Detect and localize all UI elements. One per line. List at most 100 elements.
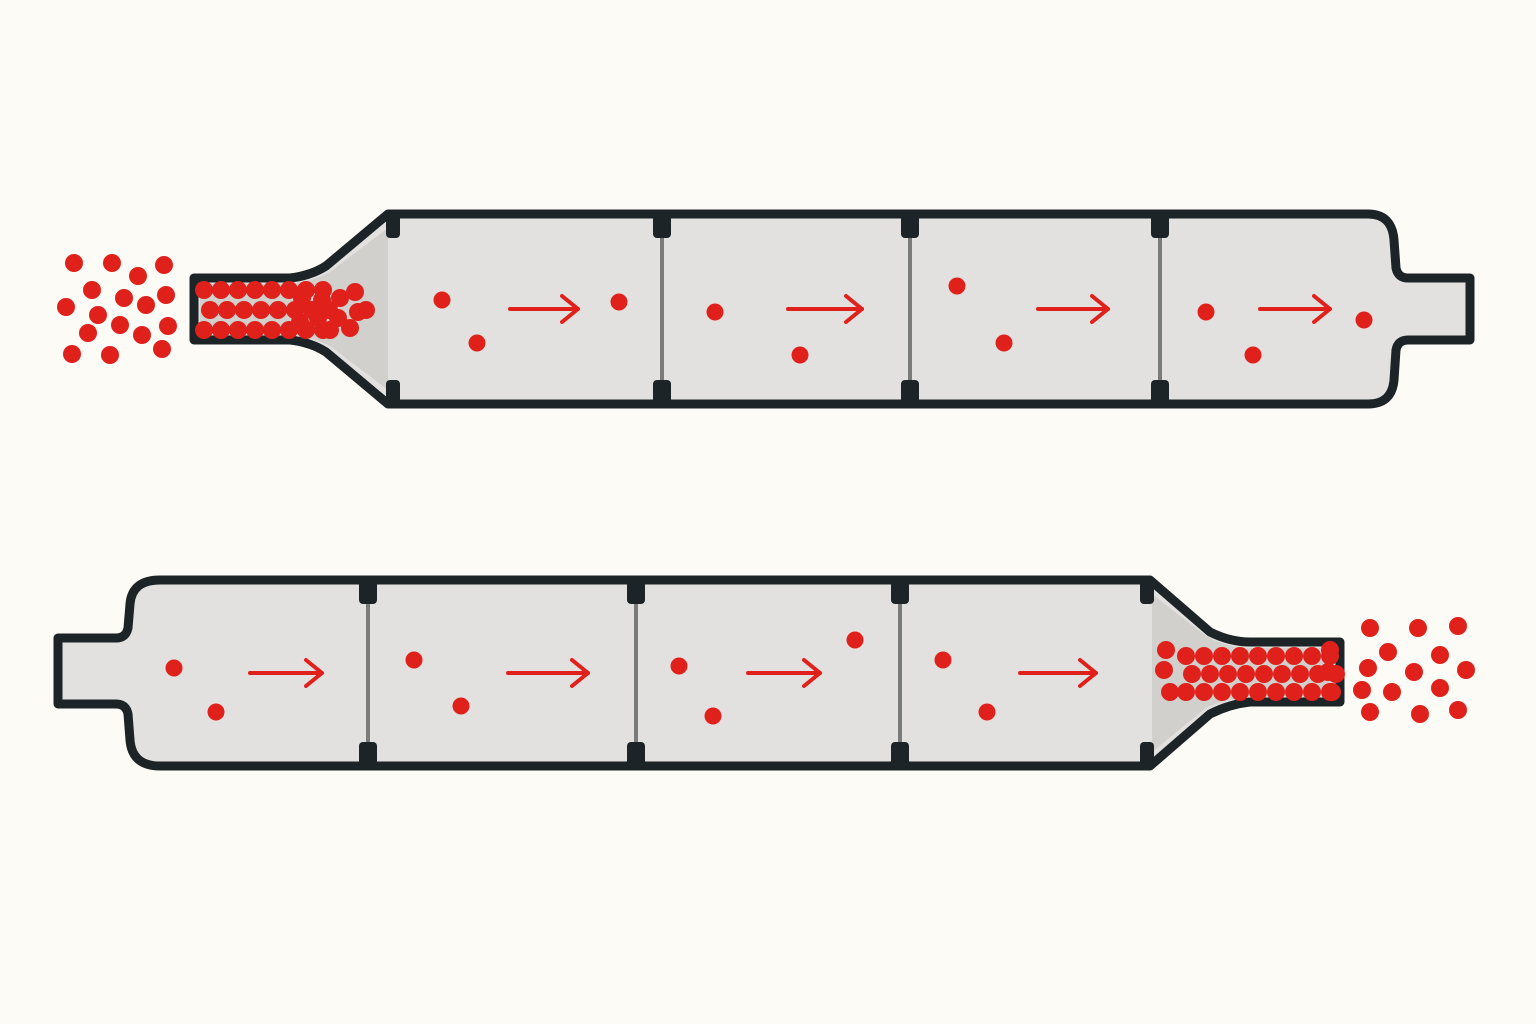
top-tube bbox=[57, 209, 1475, 409]
top-throat-particle-2 bbox=[212, 281, 230, 299]
top-throat-particle-27 bbox=[331, 289, 349, 307]
top-inlet-cloud-particle-10 bbox=[89, 306, 107, 324]
top-inlet-cloud-particle-5 bbox=[83, 281, 101, 299]
bottom-chamber-particle-6 bbox=[704, 707, 722, 725]
bottom-chamber-particle-3 bbox=[405, 651, 423, 669]
top-flow-arrow-2 bbox=[786, 294, 864, 324]
bottom-throat-particle-33 bbox=[1319, 663, 1337, 681]
bottom-outlet-cloud-particle-2 bbox=[1409, 619, 1427, 637]
top-chamber-particle-7 bbox=[995, 334, 1013, 352]
top-inlet-cloud-particle-15 bbox=[63, 345, 81, 363]
top-throat-particle-17 bbox=[195, 321, 213, 339]
top-inlet-cloud-particle-17 bbox=[153, 340, 171, 358]
bottom-outlet-cloud-particle-6 bbox=[1359, 659, 1377, 677]
bottom-throat-particle-11 bbox=[1201, 665, 1219, 683]
bottom-throat-particle-24 bbox=[1267, 683, 1285, 701]
bottom-chamber-particle-8 bbox=[934, 651, 952, 669]
top-chamber-particle-3 bbox=[610, 293, 628, 311]
bottom-throat-particle-23 bbox=[1249, 683, 1267, 701]
top-inlet-cloud-particle-7 bbox=[137, 296, 155, 314]
bottom-throat-particle-22 bbox=[1231, 683, 1249, 701]
top-throat-particle-5 bbox=[263, 281, 281, 299]
top-throat-particle-18 bbox=[212, 321, 230, 339]
bottom-throat-particle-14 bbox=[1255, 665, 1273, 683]
bottom-throat-particle-16 bbox=[1291, 665, 1309, 683]
top-throat-particle-32 bbox=[321, 321, 339, 339]
bottom-outlet-cloud-particle-8 bbox=[1457, 661, 1475, 679]
top-chamber-particle-10 bbox=[1355, 311, 1373, 329]
bottom-chamber-particle-7 bbox=[846, 631, 864, 649]
top-inlet-cloud-particle-1 bbox=[65, 254, 83, 272]
top-chamber-particle-2 bbox=[468, 334, 486, 352]
top-flow-arrow-1 bbox=[508, 294, 580, 324]
top-inlet-cloud-particle-4 bbox=[155, 256, 173, 274]
bottom-outlet-cloud-particle-1 bbox=[1361, 619, 1379, 637]
bottom-throat-particle-10 bbox=[1183, 665, 1201, 683]
top-throat-particle-3 bbox=[229, 281, 247, 299]
bottom-throat-particle-3 bbox=[1213, 647, 1231, 665]
top-throat-particle-12 bbox=[252, 301, 270, 319]
top-flow-arrow-4 bbox=[1258, 294, 1332, 324]
bottom-outlet-cloud-particle-7 bbox=[1405, 663, 1423, 681]
bottom-particles bbox=[165, 617, 1475, 725]
bottom-outlet-cloud-particle-9 bbox=[1383, 683, 1401, 701]
top-throat-particle-26 bbox=[313, 291, 331, 309]
bottom-chamber-particle-1 bbox=[165, 659, 183, 677]
bottom-outlet-cloud-particle-4 bbox=[1379, 643, 1397, 661]
bottom-outlet-cloud-particle-3 bbox=[1449, 617, 1467, 635]
top-throat-particle-25 bbox=[293, 289, 311, 307]
bottom-throat-particle-31 bbox=[1321, 641, 1339, 659]
bottom-outlet-cloud-particle-13 bbox=[1411, 705, 1429, 723]
top-inlet-cloud-particle-8 bbox=[157, 286, 175, 304]
top-throat-particle-13 bbox=[269, 301, 287, 319]
bottom-outlet-cloud-particle-10 bbox=[1431, 679, 1449, 697]
bottom-chamber-particle-4 bbox=[452, 697, 470, 715]
top-inlet-cloud-particle-11 bbox=[111, 316, 129, 334]
top-throat-particle-34 bbox=[357, 301, 375, 319]
bottom-throat-particle-5 bbox=[1249, 647, 1267, 665]
bottom-flow-arrow-1 bbox=[248, 658, 324, 688]
top-throat-particle-11 bbox=[235, 301, 253, 319]
top-throat-particle-1 bbox=[195, 281, 213, 299]
top-throat-particle-6 bbox=[280, 281, 298, 299]
bottom-joints bbox=[359, 578, 1154, 768]
bottom-outlet-cloud-particle-5 bbox=[1431, 646, 1449, 664]
bottom-throat-particle-21 bbox=[1213, 683, 1231, 701]
top-inlet-cloud-particle-3 bbox=[129, 267, 147, 285]
bottom-throat-particle-2 bbox=[1195, 647, 1213, 665]
bottom-outlet-cloud-particle-14 bbox=[1449, 701, 1467, 719]
bottom-throat-particle-29 bbox=[1161, 683, 1179, 701]
bottom-throat-particle-8 bbox=[1303, 647, 1321, 665]
bottom-throat-particle-1 bbox=[1177, 647, 1195, 665]
top-throat-particle-20 bbox=[246, 321, 264, 339]
bottom-flow-arrow-3 bbox=[746, 658, 822, 688]
top-inlet-cloud-particle-9 bbox=[57, 298, 75, 316]
top-throat-particle-35 bbox=[291, 313, 309, 331]
bottom-flow-arrow-4 bbox=[1018, 658, 1098, 688]
bottom-outlet-cloud-particle-12 bbox=[1361, 703, 1379, 721]
bottom-chamber-particle-5 bbox=[670, 657, 688, 675]
top-throat-particle-28 bbox=[346, 283, 364, 301]
bottom-throat-particle-7 bbox=[1285, 647, 1303, 665]
top-throat-particle-29 bbox=[309, 309, 327, 327]
bottom-throat-particle-19 bbox=[1177, 683, 1195, 701]
bottom-throat-particle-12 bbox=[1219, 665, 1237, 683]
bottom-tube-body bbox=[53, 575, 1345, 771]
top-throat-particle-4 bbox=[246, 281, 264, 299]
top-throat-particle-9 bbox=[201, 301, 219, 319]
bottom-flow-arrow-2 bbox=[506, 658, 590, 688]
top-throat-particle-19 bbox=[229, 321, 247, 339]
top-inlet-cloud-particle-13 bbox=[159, 317, 177, 335]
bottom-throat-particle-26 bbox=[1303, 683, 1321, 701]
top-flow-arrow-3 bbox=[1036, 294, 1110, 324]
bottom-throat-particle-25 bbox=[1285, 683, 1303, 701]
top-chamber-particle-4 bbox=[706, 303, 724, 321]
top-chamber-particle-1 bbox=[433, 291, 451, 309]
top-chamber-particle-6 bbox=[948, 277, 966, 295]
top-chamber-particle-9 bbox=[1244, 346, 1262, 364]
top-throat-particle-33 bbox=[341, 319, 359, 337]
top-inlet-cloud-particle-12 bbox=[133, 326, 151, 344]
bottom-throat-particle-30 bbox=[1155, 661, 1173, 679]
bottom-tube bbox=[53, 575, 1475, 771]
